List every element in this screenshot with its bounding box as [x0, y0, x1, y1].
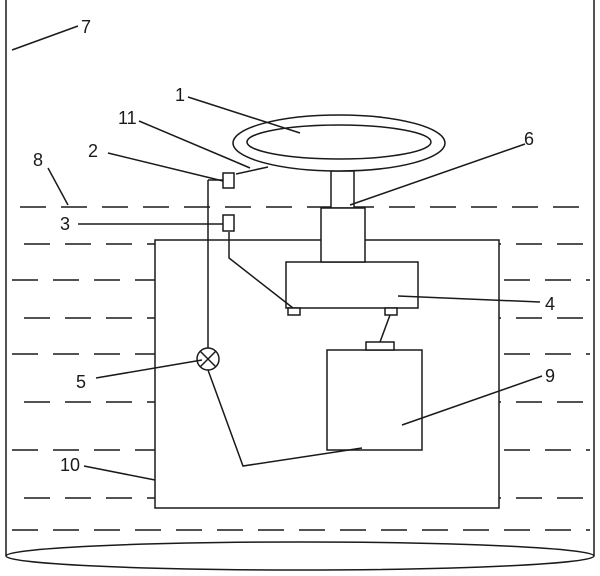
label-3: 3 — [60, 214, 70, 234]
label-10: 10 — [60, 455, 80, 475]
label-2: 2 — [88, 141, 98, 161]
shaft-lower — [320, 207, 366, 263]
label-6: 6 — [524, 129, 534, 149]
motor-block — [285, 261, 419, 309]
shaft-upper — [330, 170, 355, 209]
label-7: 7 — [81, 17, 91, 37]
tank-container — [5, 0, 595, 571]
wiring — [207, 179, 391, 467]
label-1: 1 — [175, 85, 185, 105]
leader-lines — [11, 25, 543, 481]
label-9: 9 — [545, 366, 555, 386]
sensor-3 — [222, 214, 235, 232]
battery-terminal — [365, 341, 395, 351]
valve-icon — [196, 347, 220, 371]
ring-float — [232, 114, 446, 172]
motor-foot-left — [287, 307, 301, 316]
sensor-2 — [222, 172, 235, 189]
label-8: 8 — [33, 150, 43, 170]
label-11: 11 — [118, 108, 137, 128]
label-4: 4 — [545, 294, 555, 314]
battery-unit — [326, 349, 423, 451]
motor-foot-right — [384, 307, 398, 316]
label-5: 5 — [76, 372, 86, 392]
